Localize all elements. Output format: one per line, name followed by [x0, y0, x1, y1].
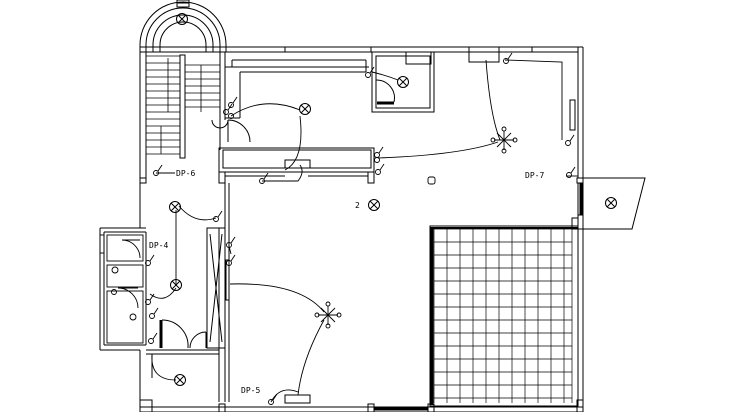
ceiling-light-5-icon	[368, 199, 380, 211]
ceiling-light-6-icon	[605, 197, 617, 209]
dp5-label: DP-5	[241, 386, 260, 395]
dp7-label: DP-7	[525, 171, 544, 180]
ceiling-light-2-icon	[299, 103, 311, 115]
ceiling-light-8-icon	[174, 374, 186, 386]
tiled-area	[429, 225, 579, 407]
wiring	[149, 59, 578, 403]
wall-switches	[111, 52, 576, 405]
dp4-label: DP-4	[149, 241, 168, 250]
ceiling-light-7-icon	[170, 279, 182, 291]
outer-walls	[99, 46, 584, 412]
number-2-label: 2	[355, 201, 360, 210]
stair-treads	[146, 55, 220, 155]
interior-walls	[146, 51, 646, 402]
thick-lines	[159, 101, 583, 411]
bathroom-fixtures	[99, 234, 144, 344]
ceiling-fan-2-icon	[314, 301, 342, 329]
dp6-label: DP-6	[176, 169, 195, 178]
curved-stair	[139, 0, 227, 159]
ceiling-light-4-icon	[169, 201, 181, 213]
ceiling-fan-1-icon	[490, 126, 518, 154]
doors	[161, 79, 576, 404]
ceiling-light-3-icon	[397, 76, 409, 88]
tile-grid	[433, 228, 573, 403]
ceiling-light-1-icon	[176, 13, 188, 25]
